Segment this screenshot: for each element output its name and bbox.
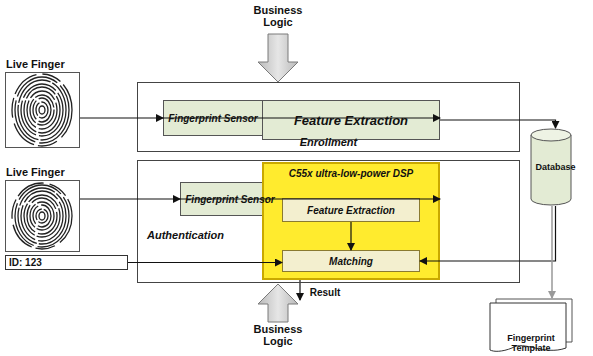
node-text: Database [535,162,575,172]
document-shape: Fingerprint Template [488,298,574,354]
node-text: Fingerprint Template [488,333,574,353]
fingerprint-picture [12,183,72,249]
connector-arrow [80,117,163,118]
label-holder: Business Logic [243,4,313,28]
connector-arrow [420,206,556,261]
connector-arrow [440,120,556,128]
process-box: Feature Extraction [262,100,440,140]
business-logic-arrow [258,34,298,82]
node-text: Live Finger [6,166,65,178]
connector-arrow [128,262,282,263]
node-text: Feature Extraction [294,113,408,128]
node-text: Fingerprint Sensor [168,113,257,124]
dsp-box: C55x ultra-low-power DSP Feature Extracti… [262,162,440,280]
process-box: Fingerprint Sensor [163,100,263,136]
node-text: Matching [329,256,373,267]
node-text: C55x ultra-low-power DSP [289,168,413,179]
business-logic-label: Business Logic [243,323,313,347]
process-box: Matching [282,250,420,272]
authentication-panel: AuthenticationFingerprint SensorC55x ult… [137,160,520,283]
node-text: Fingerprint Sensor [185,194,274,205]
connector-arrow [80,198,180,199]
business-logic-label: Business Logic [243,4,313,28]
result-label: Result [305,287,345,298]
node-text: Authentication [147,229,224,241]
node-text: Live Finger [6,58,65,70]
enrollment-panel: Enrollment Fingerprint Sensor Feature Extr… [137,82,520,152]
database-cylinder: Database [530,128,581,206]
fingerprint-image: Live Finger [5,180,80,252]
connector-arrow [551,206,553,298]
label-holder: Business Logic [243,323,313,347]
node-text: Enrollment [300,136,357,148]
process-box: Feature Extraction [282,198,420,222]
fingerprint-picture [12,74,72,146]
business-logic-arrow [258,284,298,322]
node-text: ID: 123 [9,257,127,268]
fingerprint-image: Live Finger [5,72,80,148]
node-text: Feature Extraction [307,205,395,216]
id-box: ID: 123 [5,255,128,270]
label-holder: Result [305,287,345,298]
